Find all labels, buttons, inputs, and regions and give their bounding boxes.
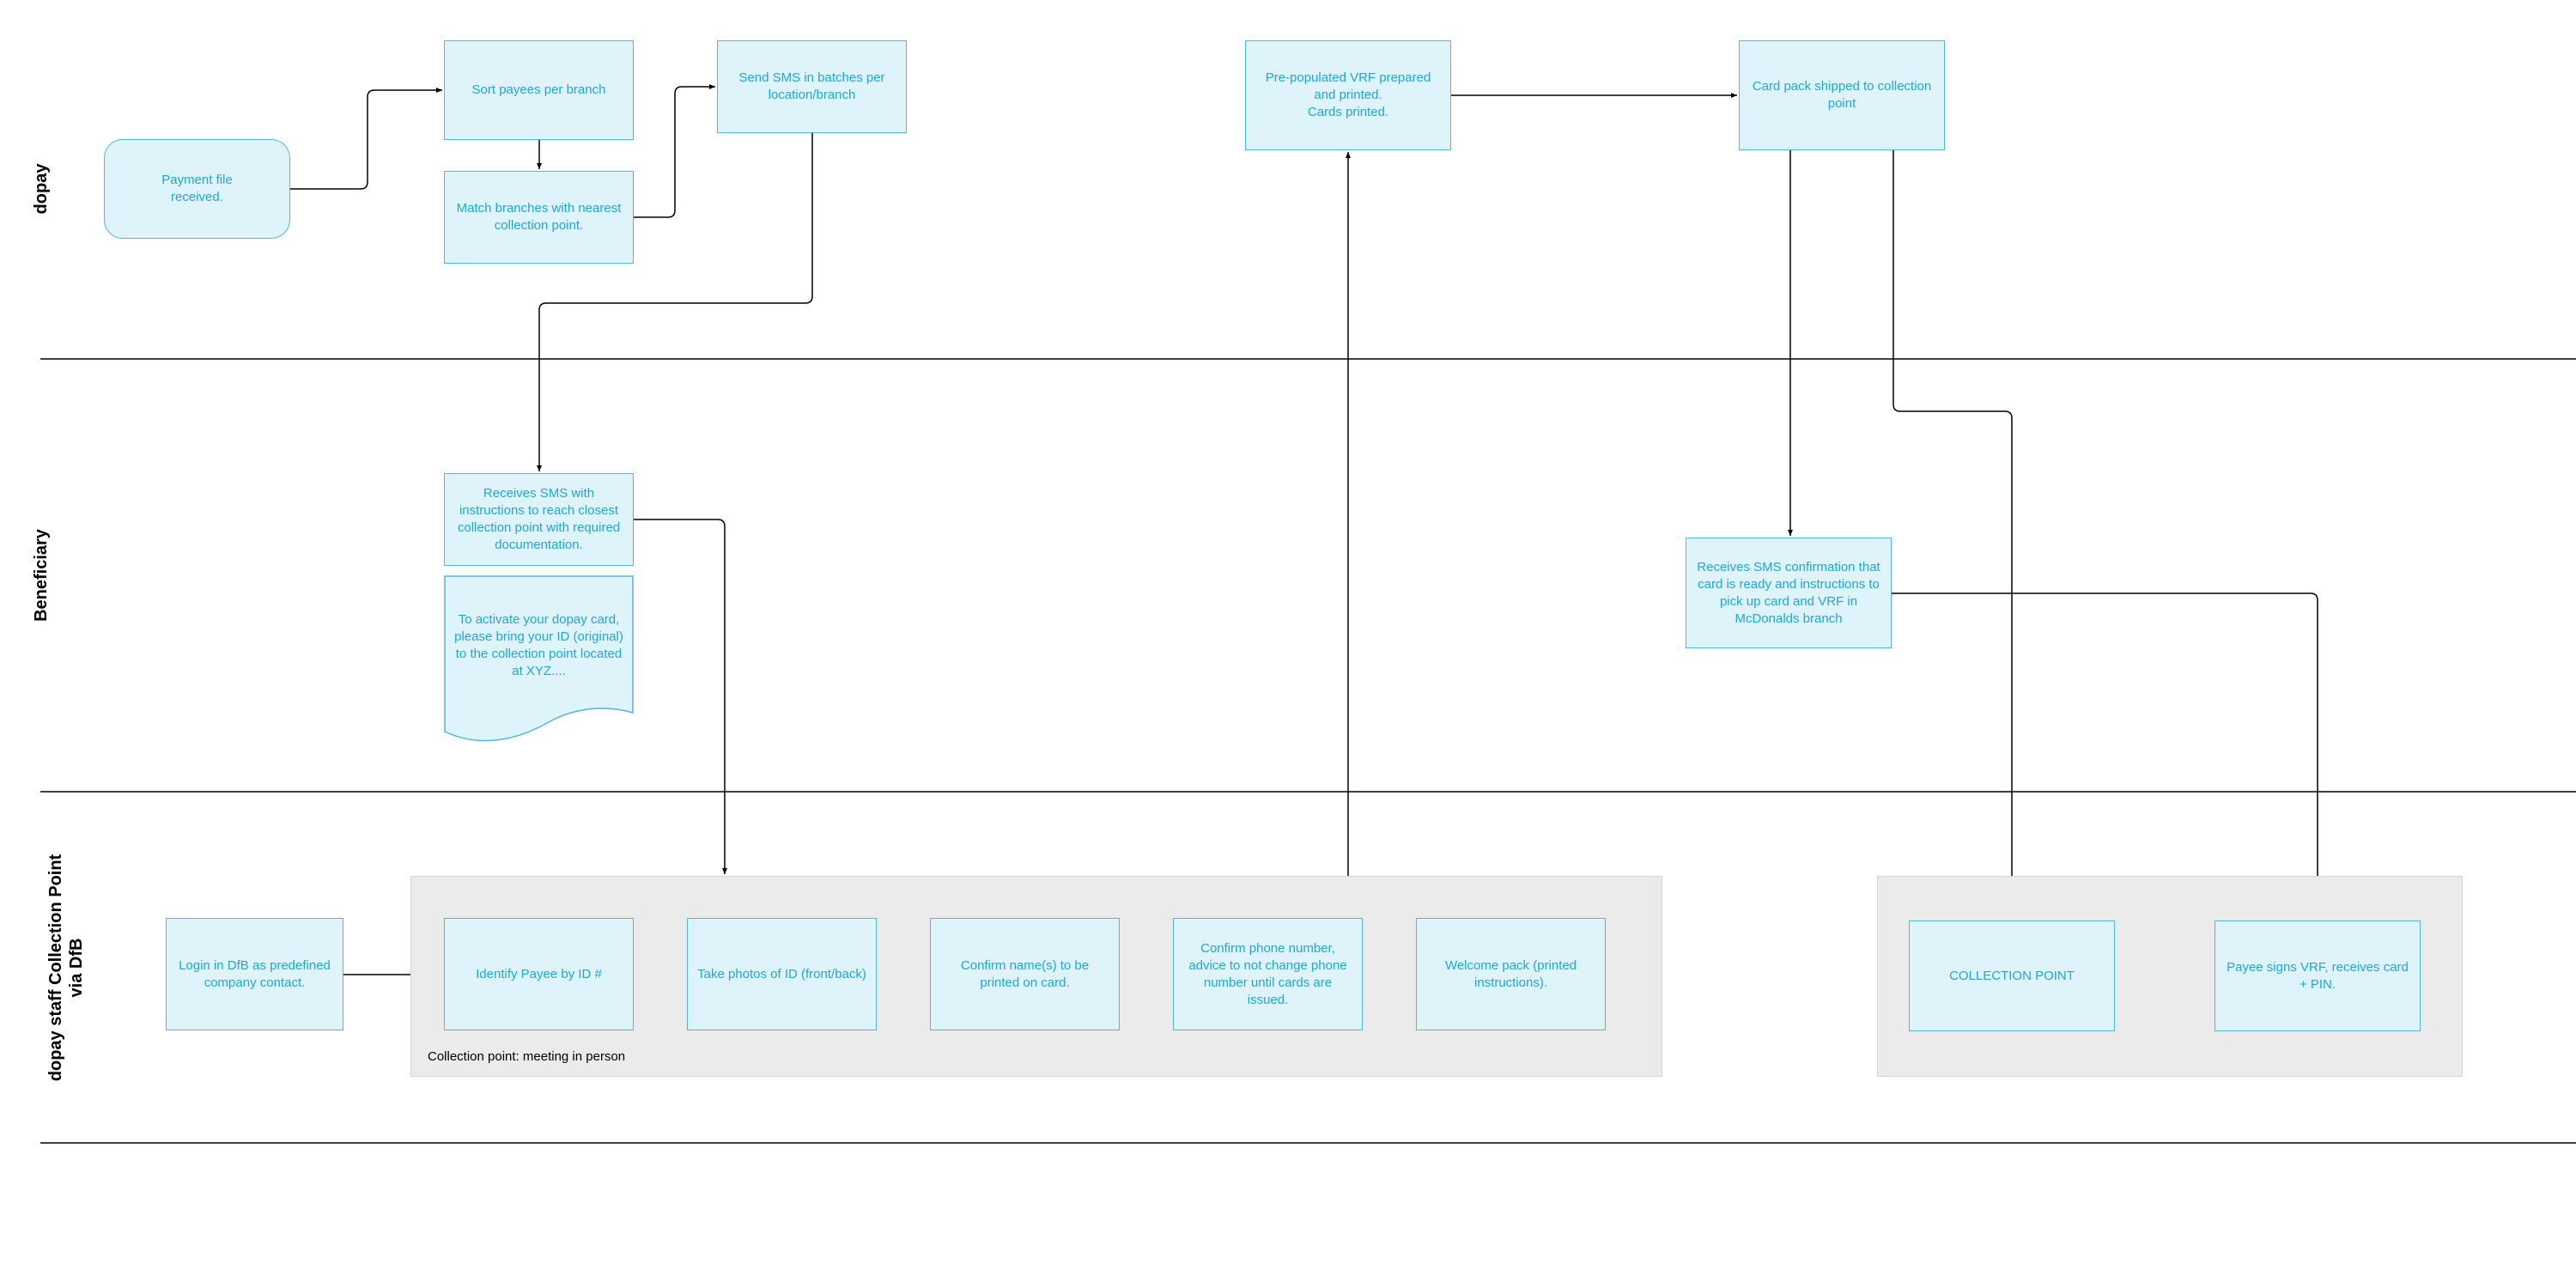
lane-label-collection: dopay staff Collection Point via DfB [46, 854, 86, 1082]
sort-payees-node[interactable]: Sort payees per branch [444, 40, 634, 140]
confirm-phone-node[interactable]: Confirm phone number, advice to not chan… [1173, 918, 1363, 1030]
identify-payee-node[interactable]: Identify Payee by ID # [444, 918, 634, 1030]
edge-receives-to-collection [634, 519, 727, 874]
login-dfb-node[interactable]: Login in DfB as predefined company conta… [166, 918, 343, 1030]
edge-cardpack-to-collection-point [1893, 150, 2014, 919]
edge-payment-to-sort [290, 88, 442, 190]
edge-match-to-sendsms [634, 84, 715, 218]
activate-instructions-text: To activate your dopay card, please brin… [454, 612, 623, 678]
welcome-pack-node[interactable]: Welcome pack (printed instructions). [1416, 918, 1606, 1030]
document-shape [444, 575, 634, 742]
lane-label-beneficiary: Beneficiary [32, 529, 51, 622]
card-pack-node[interactable]: Card pack shipped to collection point [1739, 40, 1945, 150]
send-sms-node[interactable]: Send SMS in batches per location/branch [717, 40, 907, 133]
confirm-names-node[interactable]: Confirm name(s) to be printed on card. [930, 918, 1120, 1030]
activate-instructions-document[interactable]: To activate your dopay card, please brin… [444, 575, 634, 745]
collection-group-caption: Collection point: meeting in person [428, 1049, 626, 1064]
collection-point-node[interactable]: COLLECTION POINT [1909, 920, 2115, 1031]
lane-label-dopay: dopay [32, 163, 51, 215]
receives-sms-node[interactable]: Receives SMS with instructions to reach … [444, 473, 634, 566]
payee-signs-node[interactable]: Payee signs VRF, receives card + PIN. [2215, 920, 2421, 1031]
take-photos-node[interactable]: Take photos of ID (front/back) [687, 918, 877, 1030]
vrf-prepared-node[interactable]: Pre-populated VRF prepared and printed. … [1245, 40, 1451, 150]
edge-confirmation-to-payee-signs [1892, 592, 2320, 919]
receives-confirmation-node[interactable]: Receives SMS confirmation that card is r… [1686, 538, 1892, 648]
payment-file-node[interactable]: Payment file received. [104, 139, 290, 239]
match-branches-node[interactable]: Match branches with nearest collection p… [444, 171, 634, 264]
